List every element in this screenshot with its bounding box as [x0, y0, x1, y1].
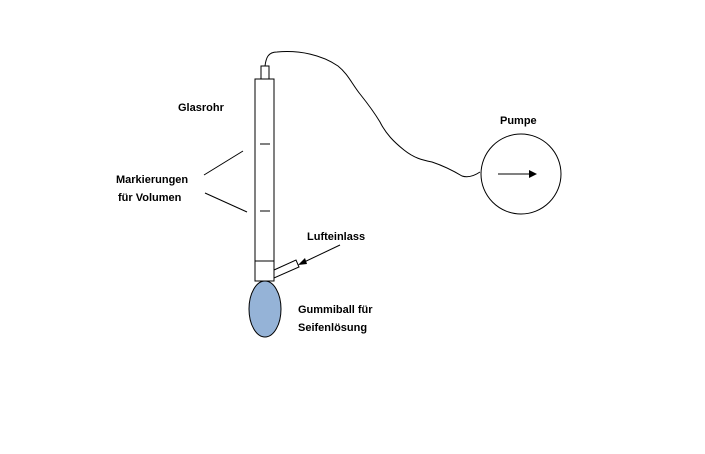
- glass-tube-label: Glasrohr: [178, 100, 224, 116]
- volume-markings-label: Markierungen für Volumen: [116, 171, 188, 207]
- pump-label-text: Pumpe: [500, 115, 537, 127]
- rubber-ball-label: Gummiball für Seifenlösung: [298, 301, 373, 337]
- marking-pointer-lower: [204, 192, 248, 213]
- glass-tube-label-text: Glasrohr: [178, 102, 224, 114]
- rubber-ball-label-line2: Seifenlösung: [298, 322, 368, 334]
- volume-markings-label-line1: Markierungen: [116, 174, 189, 186]
- tube-nozzle: [260, 65, 270, 80]
- air-inlet-pointer: [299, 244, 341, 265]
- glass-tube: [254, 78, 275, 282]
- air-inlet-label-text: Lufteinlass: [307, 231, 366, 243]
- rubber-ball-label-line1: Gummiball für: [298, 304, 373, 316]
- hose-line: [264, 51, 481, 178]
- volume-markings-label-line2: für Volumen: [118, 192, 182, 204]
- marking-pointer-upper: [203, 150, 244, 176]
- rubber-ball: [248, 280, 282, 338]
- air-inlet-tube: [273, 259, 300, 279]
- air-inlet-label: Lufteinlass: [307, 229, 365, 245]
- arrow-right-icon: [498, 170, 537, 178]
- pump-label: Pumpe: [500, 113, 537, 129]
- air-inlet-pointer-head: [298, 258, 307, 265]
